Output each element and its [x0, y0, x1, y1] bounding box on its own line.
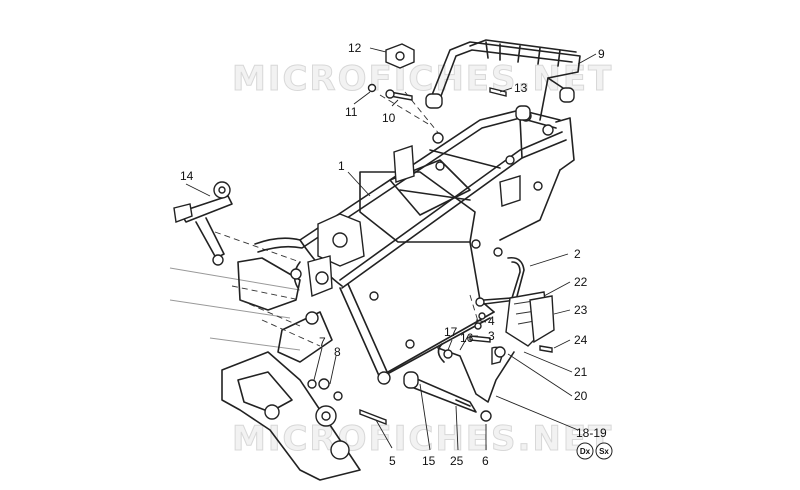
callout-10: 10 [382, 111, 396, 125]
callout-25: 25 [450, 454, 464, 468]
callout-4: 4 [488, 314, 495, 328]
badge-dx-circle [576, 442, 594, 460]
callout-3: 3 [488, 329, 495, 343]
callout-12: 12 [348, 41, 362, 55]
callout-labels: 1 2 3 4 5 6 7 8 9 10 11 12 13 14 15 16 1… [180, 41, 607, 468]
callout-14: 14 [180, 169, 194, 183]
callout-18-19: 18-19 [576, 426, 607, 440]
badge-sx: Sx [599, 447, 609, 456]
lower-bracket-parts [307, 256, 555, 426]
callout-21: 21 [574, 365, 588, 379]
callout-8: 8 [334, 345, 341, 359]
callout-22: 22 [574, 275, 588, 289]
badge-sx-circle [595, 442, 613, 460]
callout-11: 11 [345, 105, 358, 119]
leader-lines [185, 47, 597, 451]
assembly-guides [214, 91, 481, 347]
callout-2: 2 [574, 247, 581, 261]
engine-outline [169, 257, 361, 481]
callout-6: 6 [482, 454, 489, 468]
callout-7: 7 [319, 335, 326, 349]
callout-13: 13 [514, 81, 528, 95]
callout-15: 15 [422, 454, 436, 468]
badge-dx: Dx [580, 447, 591, 456]
callout-1: 1 [338, 159, 345, 173]
watermark-top: MICROFICHES.NET [232, 59, 613, 99]
linkage-rod [173, 181, 233, 266]
main-frame [254, 109, 575, 385]
watermark-bottom: MICROFICHES.NET [232, 419, 613, 459]
rear-grab-rail [425, 39, 581, 121]
callout-20: 20 [574, 389, 588, 403]
callout-17: 17 [444, 325, 458, 339]
side-badges: Dx Sx [576, 442, 613, 460]
callout-24: 24 [574, 333, 588, 347]
callout-23: 23 [574, 303, 588, 317]
callout-9: 9 [598, 47, 605, 61]
callout-5: 5 [389, 454, 396, 468]
callout-16: 16 [460, 331, 474, 345]
mounting-hardware-top [367, 43, 507, 101]
